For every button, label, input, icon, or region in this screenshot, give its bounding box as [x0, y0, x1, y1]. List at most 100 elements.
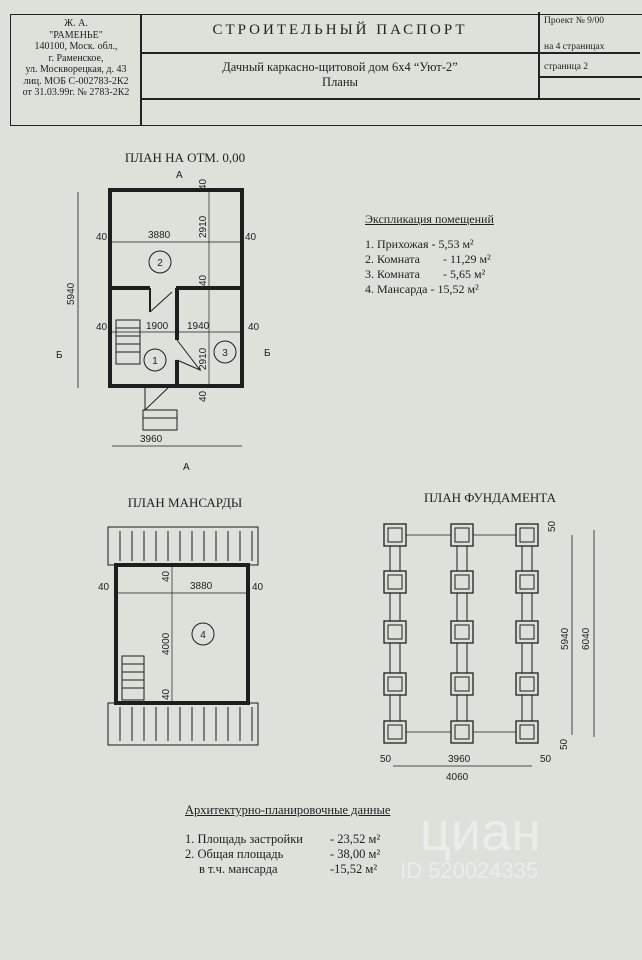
org-line: г. Раменское,	[48, 52, 104, 64]
ground-floor-plan	[77, 188, 244, 447]
pile-footing	[450, 672, 474, 696]
dim-label: 3880	[190, 581, 213, 592]
item-label: 2. Комната	[365, 252, 420, 266]
pile-footing	[387, 724, 403, 740]
item-label: 1. Прихожая	[365, 237, 429, 251]
pile-footing	[519, 624, 535, 640]
pile-footing	[519, 724, 535, 740]
pile-footing	[450, 720, 474, 744]
org-line: "РАМЕНЬЕ"	[49, 29, 103, 41]
dim-label: 50	[559, 738, 570, 750]
room-explication: Экспликация помещений 1. Прихожая - 5,53…	[365, 212, 494, 297]
ground-plan-title: ПЛАН НА ОТМ. 0,00	[124, 150, 246, 165]
item-value: - 5,53 м²	[431, 237, 474, 251]
room-number: 3	[222, 348, 228, 359]
pile-footing	[454, 624, 470, 640]
pile-footing	[387, 624, 403, 640]
item-value: -15,52 м²	[330, 862, 378, 876]
pile-footing	[450, 620, 474, 644]
dim-label: 40	[245, 232, 257, 243]
dim-label: 40	[198, 274, 209, 286]
org-line: от 31.03.99г. № 2783-2К2	[22, 87, 130, 98]
watermark-id: ID 520024335	[400, 858, 538, 883]
pile-footing	[515, 523, 539, 547]
org-line: Ж. А.	[64, 18, 88, 29]
item-label: 2. Общая площадь	[185, 847, 284, 861]
pile-footing	[515, 672, 539, 696]
section-mark: Б	[56, 350, 63, 361]
dim-label: 5940	[560, 627, 571, 650]
pile-footing	[383, 570, 407, 594]
section-mark: А	[183, 462, 190, 473]
dim-label: 3880	[148, 230, 171, 241]
title-block	[10, 14, 642, 126]
pile-footing	[454, 676, 470, 692]
item-value: - 23,52 м²	[330, 832, 381, 846]
arch-item: в т.ч. мансарда-15,52 м²	[185, 862, 390, 877]
explication-item: 4. Мансарда - 15,52 м²	[365, 282, 494, 297]
org-line: 140100, Моск. обл.,	[34, 41, 118, 52]
dim-label: 40	[161, 570, 172, 582]
item-label: 4. Мансарда	[365, 282, 428, 296]
attic-plan-title: ПЛАН МАНСАРДЫ	[127, 495, 243, 510]
page-count: на 4 страницах	[544, 42, 605, 52]
dim-label: 5940	[66, 282, 77, 305]
room-number: 1	[152, 356, 158, 367]
item-value: - 5,65 м²	[443, 267, 486, 281]
item-value: - 38,00 м²	[330, 847, 381, 861]
dim-label: 40	[96, 232, 108, 243]
foundation-plan	[383, 523, 595, 767]
dim-label: 40	[198, 390, 209, 402]
pile-footing	[383, 720, 407, 744]
architectural-data: Архитектурно-планировочные данные 1. Пло…	[185, 803, 390, 877]
pile-footing	[450, 570, 474, 594]
divider	[538, 12, 540, 100]
attic-plan	[107, 526, 259, 746]
dim-label: 6040	[581, 627, 592, 650]
dim-label: 4060	[446, 772, 469, 783]
pile-footing	[515, 620, 539, 644]
pile-footing	[450, 523, 474, 547]
document-title: СТРОИТЕЛЬНЫЙ ПАСПОРТ	[212, 22, 468, 38]
pile-footing	[387, 676, 403, 692]
pile-footing	[387, 527, 403, 543]
dim-label: 40	[198, 178, 209, 190]
org-line: ул. Москворецкая, д. 43	[25, 64, 127, 75]
item-label: 3. Комната	[365, 267, 420, 281]
item-label: 1. Площадь застройки	[185, 832, 303, 846]
dim-label: 50	[540, 754, 552, 765]
pile-footing	[454, 724, 470, 740]
explication-item: 2. Комната - 11,29 м²	[365, 252, 494, 267]
pile-footing	[515, 570, 539, 594]
divider	[140, 98, 640, 100]
dim-label: 3960	[140, 434, 163, 445]
dim-label: 4000	[161, 632, 172, 655]
divider	[140, 14, 142, 126]
foundation-plan-title: ПЛАН ФУНДАМЕНТА	[424, 490, 556, 505]
divider	[538, 76, 642, 78]
arch-item: 1. Площадь застройки - 23,52 м²	[185, 832, 390, 847]
dim-label: 40	[248, 322, 260, 333]
explication-title: Экспликация помещений	[365, 212, 494, 226]
dim-label: 50	[380, 754, 392, 765]
dim-label: 2910	[198, 347, 209, 370]
section-mark: Б	[264, 348, 271, 359]
room-number: 2	[157, 258, 163, 269]
project-number: Проект № 9/00	[544, 16, 605, 26]
document-subtitle: Дачный каркасно-щитовой дом 6х4 “Уют-2” …	[145, 60, 535, 90]
explication-item: 3. Комната - 5,65 м²	[365, 267, 494, 282]
dim-label: 1940	[187, 321, 210, 332]
pile-footing	[383, 523, 407, 547]
item-value: - 11,29 м²	[443, 252, 491, 266]
subtitle-line: Дачный каркасно-щитовой дом 6х4 “Уют-2”	[222, 60, 458, 74]
pile-footing	[383, 620, 407, 644]
pile-footing	[454, 574, 470, 590]
watermark-brand: циан	[420, 802, 541, 862]
org-line: лиц. МОБ С-002783-2К2	[23, 75, 129, 87]
pile-footing	[519, 527, 535, 543]
divider	[140, 52, 640, 54]
item-value: - 15,52 м²	[430, 282, 479, 296]
pile-footing	[383, 672, 407, 696]
explication-item: 1. Прихожая - 5,53 м²	[365, 237, 494, 252]
